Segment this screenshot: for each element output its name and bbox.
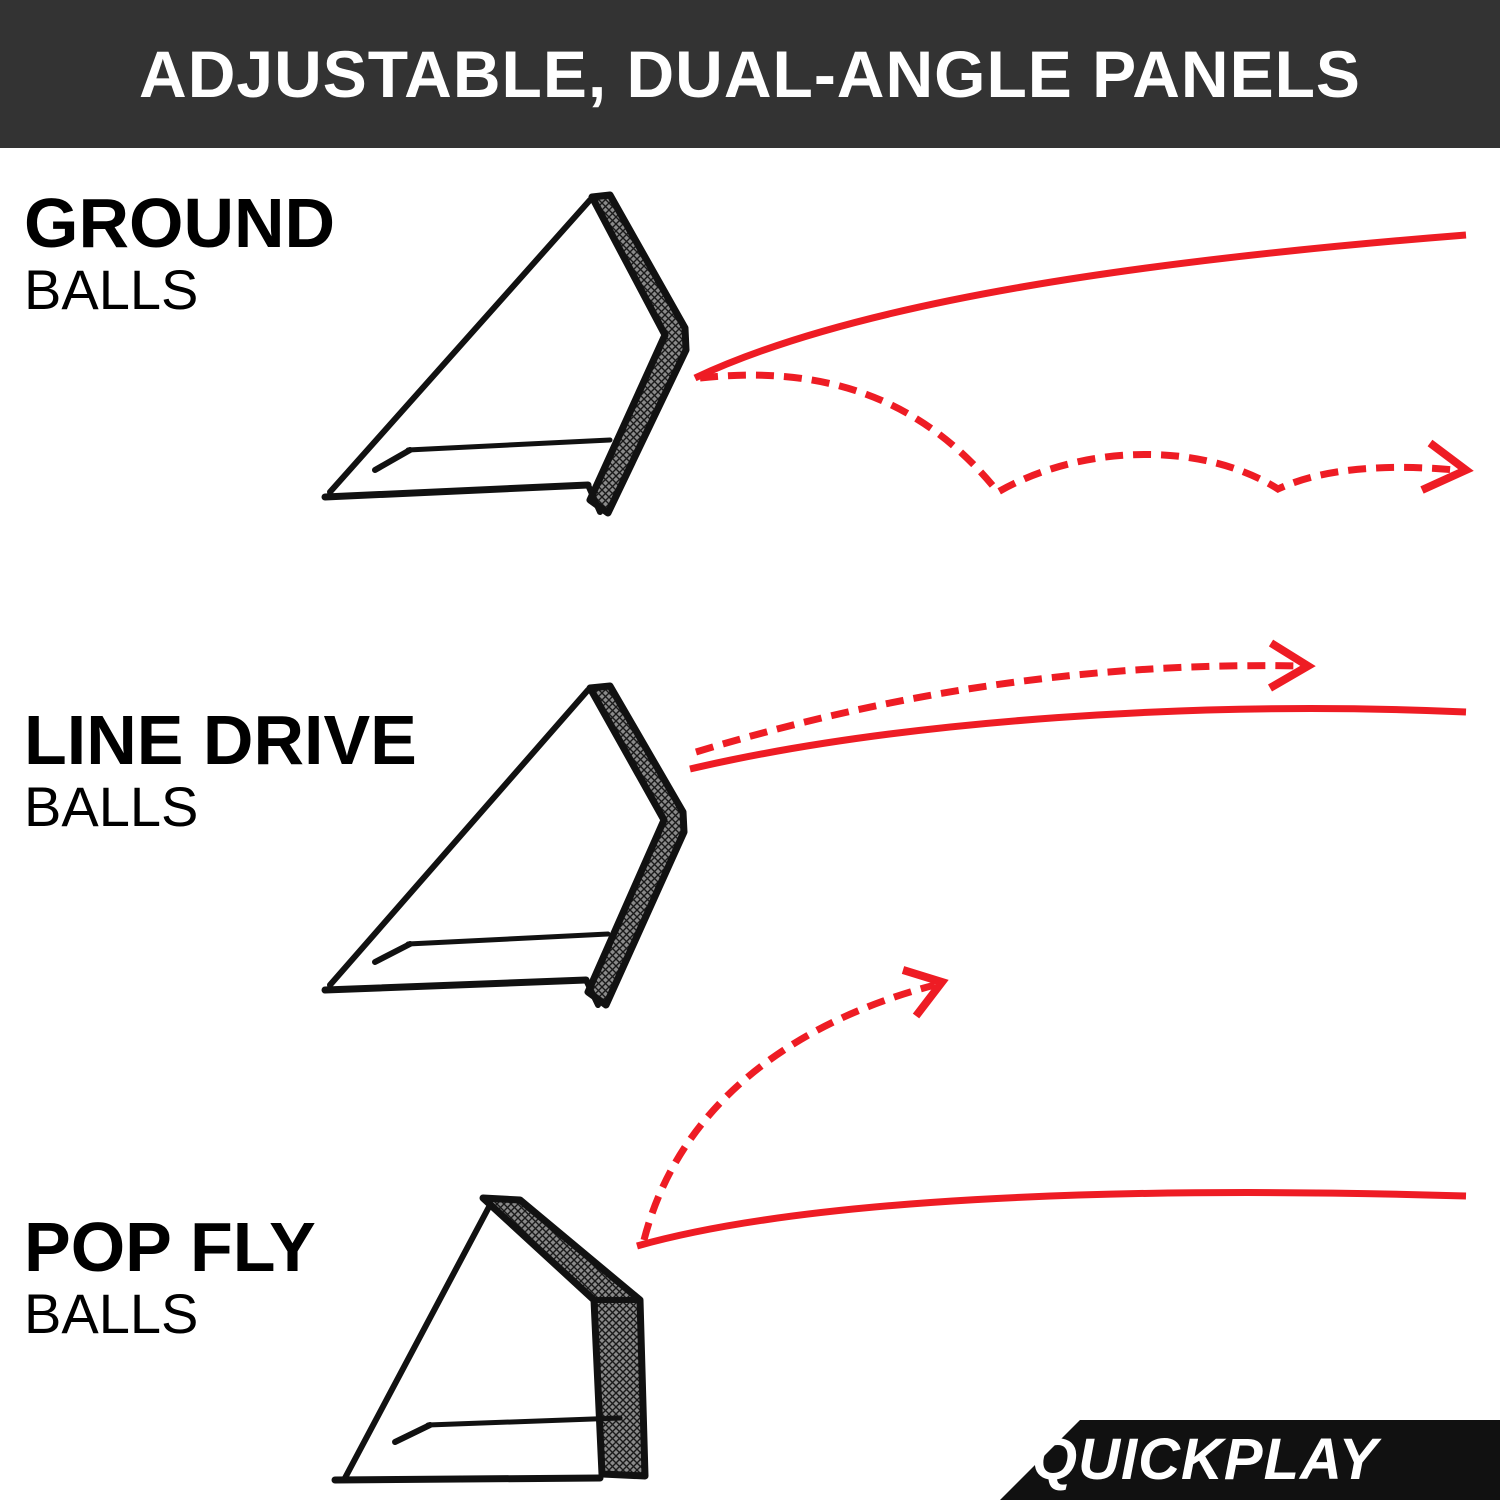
mode-label-line-drive: LINE DRIVE BALLS (24, 705, 417, 839)
rebounder-pop-fly-icon (331, 1194, 649, 1484)
mode-subtitle: BALLS (24, 258, 199, 321)
mode-title: POP FLY (24, 1208, 316, 1286)
ground-solid-trajectory (693, 231, 1467, 382)
line-drive-dashed-trajectory (694, 662, 1301, 756)
arrow-head-icon (901, 966, 949, 1019)
arrow-head-icon (1420, 439, 1474, 494)
brand-logo: QUICKPLAY (1032, 1427, 1379, 1492)
arrow-head-icon (1267, 639, 1316, 692)
header-bar: ADJUSTABLE, DUAL-ANGLE PANELS (0, 0, 1500, 148)
brand-badge-shape (1000, 1420, 1500, 1500)
rebounder-ground-icon (321, 191, 690, 517)
mode-label-ground: GROUND BALLS (24, 188, 335, 322)
mode-label-pop-fly: POP FLY BALLS (24, 1212, 316, 1346)
mode-title: LINE DRIVE (24, 701, 417, 779)
rebounder-line-drive-icon (321, 682, 688, 1009)
pop-fly-solid-trajectory (636, 1189, 1467, 1250)
pop-fly-dashed-trajectory (640, 981, 936, 1241)
ground-dashed-trajectory (699, 371, 1456, 497)
mode-title: GROUND (24, 184, 336, 262)
mode-subtitle: BALLS (24, 775, 199, 838)
line-drive-solid-trajectory (689, 705, 1467, 773)
page-title: ADJUSTABLE, DUAL-ANGLE PANELS (139, 37, 1361, 111)
mode-subtitle: BALLS (24, 1282, 199, 1345)
